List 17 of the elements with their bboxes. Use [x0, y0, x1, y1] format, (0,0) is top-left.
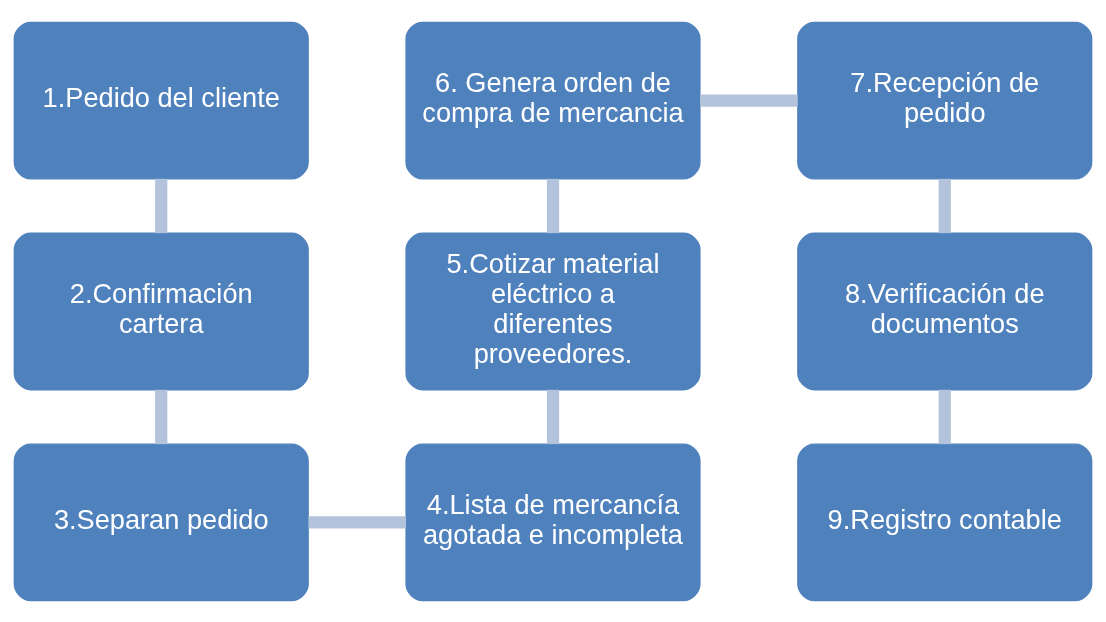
- connector: [308, 515, 406, 528]
- connector: [938, 178, 951, 233]
- node-box: 2.Confirmación cartera: [13, 232, 309, 390]
- node-box: 3.Separan pedido: [13, 442, 309, 601]
- node-box: 9.Registro contable: [797, 442, 1093, 601]
- node-box: 4.Lista de mercancía agotada e incompleta: [405, 442, 701, 601]
- connector: [546, 178, 560, 233]
- connector: [155, 389, 168, 444]
- connector: [700, 94, 798, 107]
- node-box: 5.Cotizar material eléctrico a diferentes proveedores.: [405, 232, 701, 390]
- connector: [938, 389, 951, 444]
- node-box: 8.Verificación de documentos: [797, 232, 1093, 390]
- node-box: 1.Pedido del cliente: [13, 21, 309, 180]
- connector: [155, 178, 168, 233]
- node-box: 7.Recepción de pedido: [797, 21, 1093, 180]
- connector: [546, 389, 560, 444]
- node-box: 6. Genera orden de compra de mercancia: [405, 21, 701, 180]
